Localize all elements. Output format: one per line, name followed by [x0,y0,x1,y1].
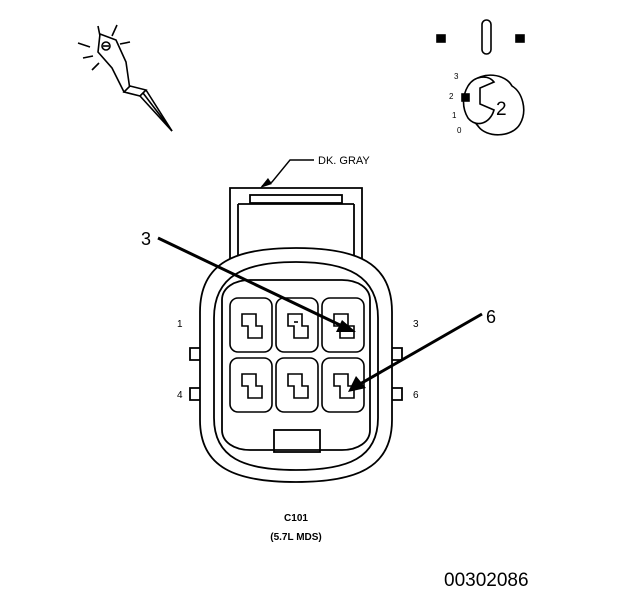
terminal-cavity-1 [229,297,273,353]
document-id: 00302086 [444,570,529,591]
key-scale-label: 1 [452,111,457,120]
key-scale-label: 2 [449,92,454,101]
terminal-cavity-6 [321,357,365,413]
terminal-cavity-4 [229,357,273,413]
terminal-cavity-2 [275,297,319,353]
terminal-cavity-3 [321,297,365,353]
connector-variant: (5.7L MDS) [270,532,322,543]
callout-arrow-6 [348,312,483,392]
terminal-cavity-5 [275,357,319,413]
pin-label-1: 1 [177,319,183,330]
key-scale-label: 3 [454,72,459,81]
connector-c101 [189,187,403,483]
callout-arrow-3 [157,236,356,332]
key-position-label: 2 [496,99,507,120]
connector-id: C101 [284,513,308,524]
connector-key-icon [436,19,525,136]
callout-label-3: 3 [141,229,151,249]
probe-icon [77,24,173,132]
pin-label-6: 6 [413,390,419,401]
pin-label-4: 4 [177,390,183,401]
wire-color-label: DK. GRAY [318,155,370,167]
key-scale-label: 0 [457,126,462,135]
pin-label-3: 3 [413,319,419,330]
callout-label-6: 6 [486,307,496,327]
